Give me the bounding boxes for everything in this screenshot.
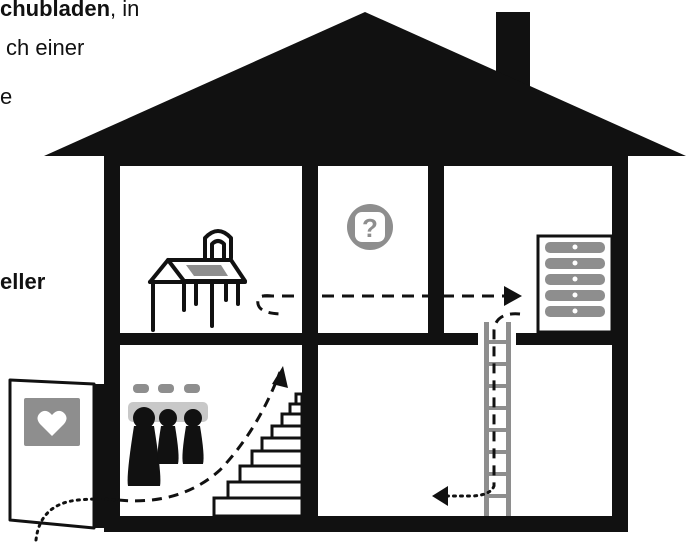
arrowhead-right bbox=[504, 286, 522, 306]
caption-line-2: ch einer bbox=[6, 37, 84, 59]
dashed-desk-path bbox=[258, 296, 284, 314]
file-cabinet-icon bbox=[538, 236, 612, 332]
ladder-icon bbox=[484, 322, 511, 516]
desk-icon bbox=[150, 231, 245, 330]
question-mark-icon: ? bbox=[347, 204, 393, 250]
caption-line-4: eller bbox=[0, 271, 45, 293]
caption-line-1-bold: chubladen bbox=[0, 0, 110, 21]
question-mark-glyph: ? bbox=[362, 213, 378, 243]
caption-line-3: e bbox=[0, 86, 12, 108]
family-icon bbox=[128, 384, 208, 486]
caption-line-1-rest: , in bbox=[110, 0, 139, 21]
roof-icon bbox=[44, 12, 686, 156]
arrowhead-left bbox=[432, 486, 448, 506]
caption-line-1: chubladen, in bbox=[0, 0, 139, 20]
staircase-icon bbox=[214, 394, 302, 516]
